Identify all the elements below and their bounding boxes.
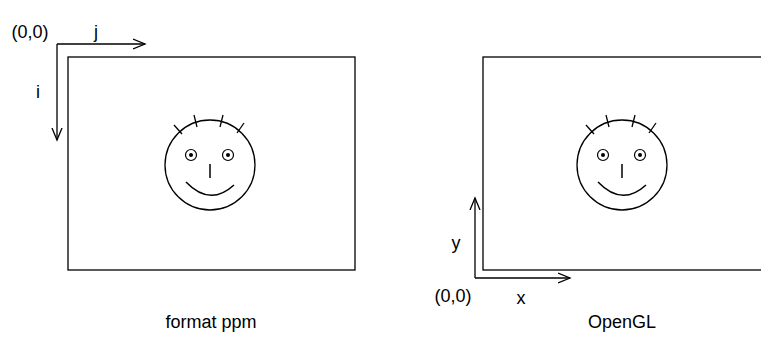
axis-label: x — [517, 289, 526, 307]
caption-label: format ppm — [165, 313, 256, 331]
axis-arrow — [475, 277, 570, 278]
axis-arrow — [474, 198, 475, 278]
axis-label: j — [94, 23, 98, 41]
smiley-face — [165, 115, 255, 210]
axis-arrow — [56, 44, 57, 140]
smiley-face — [577, 115, 667, 210]
image-frame — [483, 57, 761, 270]
origin-label: (0,0) — [11, 23, 48, 41]
axis-label: y — [452, 234, 461, 252]
image-frame — [68, 57, 355, 270]
axis-label: i — [36, 83, 40, 101]
caption-label: OpenGL — [588, 313, 656, 331]
origin-label: (0,0) — [434, 287, 471, 305]
axis-arrow — [57, 43, 145, 44]
